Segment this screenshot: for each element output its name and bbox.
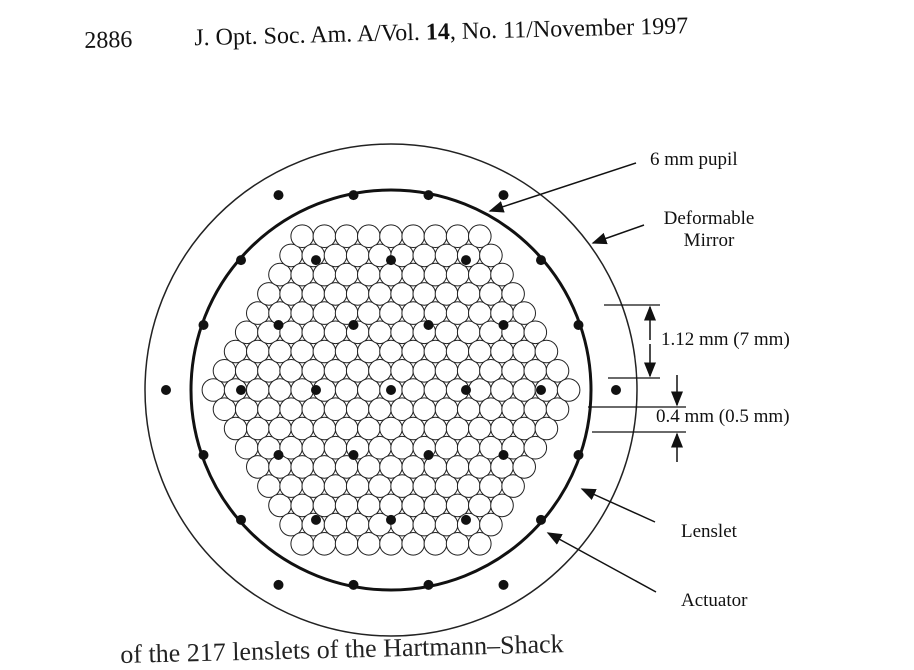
actuator-dot (536, 514, 546, 525)
actuator-dot (161, 385, 171, 395)
actuator-dot (611, 385, 621, 395)
lenslet (556, 378, 581, 402)
pupil-outline (189, 188, 593, 592)
actuator-dot (311, 255, 321, 266)
actuator-dot (198, 450, 209, 460)
actuator-dot (311, 385, 321, 395)
actuator-dot (498, 190, 509, 201)
actuator-dot (236, 514, 246, 525)
lenslet (512, 455, 537, 479)
lenslet (534, 339, 559, 364)
pupil-leader-arrow (488, 162, 637, 213)
mirror-leader-arrow (591, 224, 645, 245)
actuator-dot (311, 514, 321, 525)
lenslet (501, 474, 525, 498)
lenslet (545, 397, 570, 422)
actuator-spacing-label: 1.12 mm (7 mm) (661, 329, 790, 350)
actuator-dot (273, 579, 284, 590)
actuator-dot (386, 514, 396, 525)
actuator-dot (236, 255, 246, 266)
lenslet (512, 301, 537, 325)
actuator-dot (273, 320, 284, 330)
actuator-dot (348, 320, 359, 330)
actuator-dot (423, 190, 434, 201)
actuator-array (161, 190, 621, 590)
lenslet (523, 320, 548, 345)
actuator-dot (536, 385, 546, 395)
actuator-dot (348, 450, 359, 460)
lenslet-array (201, 224, 581, 556)
mirror-label: Deformable Mirror (650, 208, 768, 252)
actuator-dot (498, 450, 509, 460)
lenslet-spacing-label: 0.4 mm (0.5 mm) (656, 406, 790, 427)
lenslet (545, 359, 570, 383)
actuator-dot (423, 320, 434, 330)
actuator-dot (273, 450, 284, 460)
actuator-dot (198, 320, 209, 330)
deformable-mirror-outline (144, 143, 638, 637)
lenslet (490, 262, 514, 287)
actuator-dot (461, 385, 471, 395)
actuator-dot (386, 255, 396, 266)
mirror-label-line2: Mirror (683, 230, 735, 251)
actuator-dot (573, 320, 584, 330)
lenslet (468, 532, 492, 556)
lenslet (523, 435, 548, 460)
actuator-leader-arrow (546, 532, 657, 593)
lenslet-label: Lenslet (681, 521, 737, 542)
lenslet (468, 224, 492, 248)
lenslet-leader-arrow (580, 488, 656, 523)
actuator-dot (273, 190, 284, 201)
actuator-dot (461, 255, 471, 266)
actuator-dot (348, 190, 359, 201)
lenslet (490, 493, 514, 518)
actuator-dot (573, 450, 584, 460)
pupil-label: 6 mm pupil (650, 149, 738, 170)
lenslet (479, 512, 503, 537)
lenslet (501, 282, 525, 306)
actuator-dot (236, 385, 246, 395)
mirror-label-line1: Deformable (663, 208, 755, 229)
lenslet (534, 416, 559, 441)
actuator-dot (348, 579, 359, 590)
actuator-dot (423, 450, 434, 460)
actuator-dot (423, 579, 434, 590)
actuator-dot (498, 579, 509, 590)
actuator-dot (386, 385, 396, 395)
actuator-dot (461, 514, 471, 525)
actuator-dot (498, 320, 509, 330)
actuator-label: Actuator (681, 590, 748, 611)
actuator-dot (536, 255, 546, 266)
lenslet (479, 243, 503, 268)
